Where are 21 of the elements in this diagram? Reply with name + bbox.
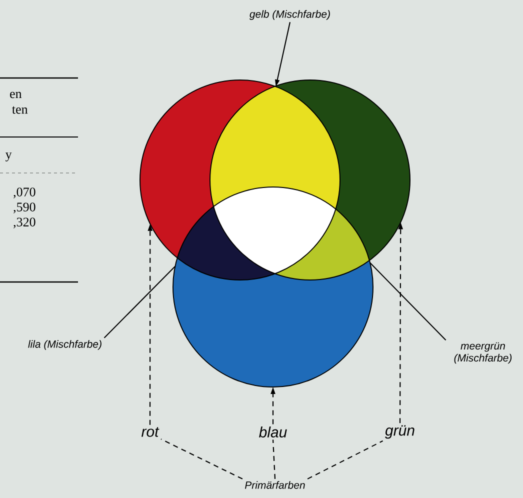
table-cell: ten <box>12 106 28 114</box>
table-cell: en <box>10 92 22 98</box>
color-label: Primärfarben <box>244 481 305 489</box>
dashed-line <box>307 440 384 480</box>
dashed-line <box>160 438 243 480</box>
table-cell: ,070 <box>14 188 36 198</box>
dashed-line <box>272 440 276 479</box>
color-circle <box>140 80 340 280</box>
table-cell: y <box>5 152 12 162</box>
color-circle <box>210 80 410 280</box>
table-cell: ,590 <box>14 202 36 214</box>
primary-color-label: grün <box>385 425 414 439</box>
color-label: meergrün (Mischfarbe) <box>454 342 512 364</box>
table-cell: ,320 <box>14 218 36 228</box>
primary-color-label: rot <box>142 427 160 437</box>
color-label: lila (Mischfarbe) <box>28 340 102 350</box>
color-label: gelb (Mischfarbe) <box>249 10 330 20</box>
leader-line <box>104 266 176 338</box>
color-circle <box>172 186 374 388</box>
primary-color-label: blau <box>259 426 287 438</box>
leader-line <box>370 262 446 340</box>
